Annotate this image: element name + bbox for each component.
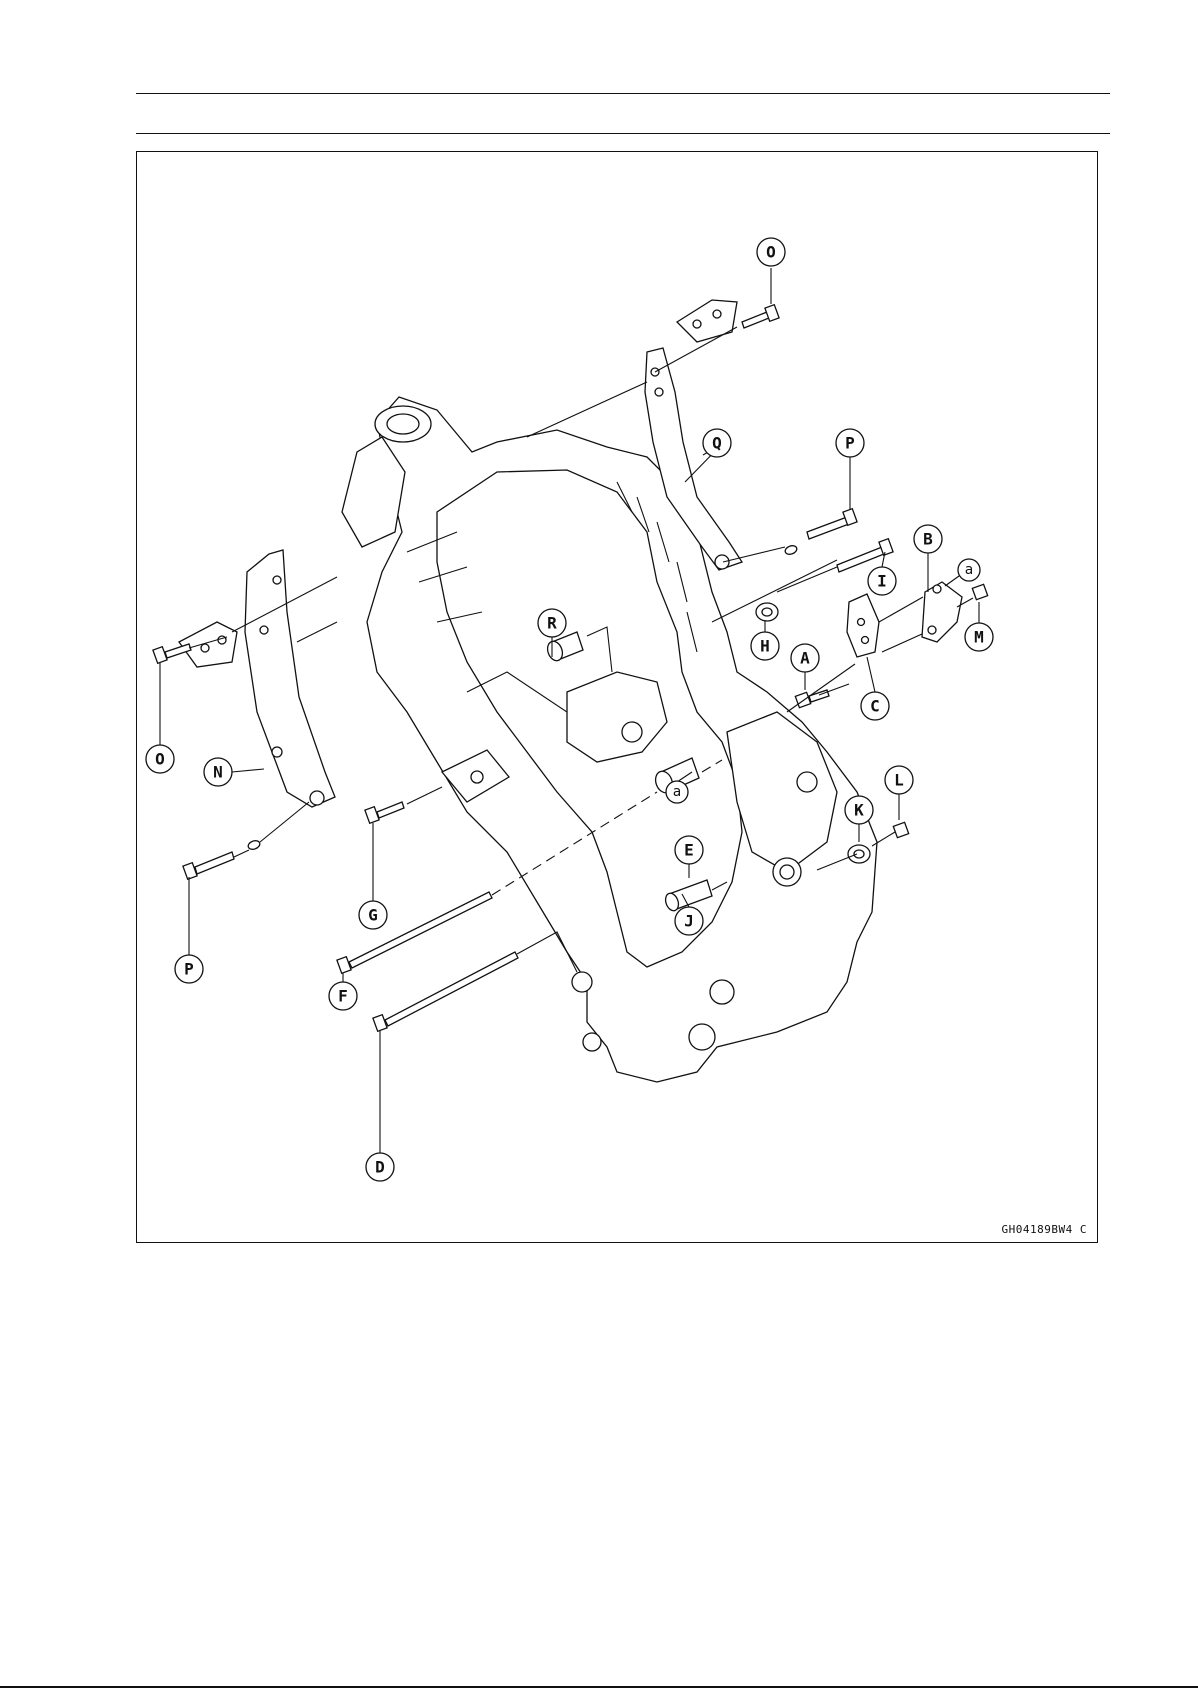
left-rail-N bbox=[179, 550, 335, 807]
callout-J: J bbox=[675, 907, 703, 935]
callout-E: E bbox=[675, 836, 703, 864]
svg-text:Q: Q bbox=[712, 434, 722, 453]
svg-text:a: a bbox=[673, 784, 681, 800]
callout-N: N bbox=[204, 758, 232, 786]
frame-exploded-diagram: O Q P I B a R H A M C a N O K L E G J P … bbox=[137, 152, 1097, 1242]
callout-K: K bbox=[845, 796, 873, 824]
callout-P-left: P bbox=[175, 955, 203, 983]
svg-text:M: M bbox=[974, 628, 984, 647]
svg-text:L: L bbox=[894, 771, 904, 790]
callout-B: B bbox=[914, 525, 942, 553]
exploded-view-figure: O Q P I B a R H A M C a N O K L E G J P … bbox=[136, 151, 1098, 1243]
svg-text:R: R bbox=[547, 614, 557, 633]
svg-text:a: a bbox=[965, 562, 973, 578]
callout-a-right: a bbox=[958, 559, 980, 581]
callout-I: I bbox=[868, 567, 896, 595]
svg-text:B: B bbox=[923, 530, 933, 549]
svg-text:D: D bbox=[375, 1158, 385, 1177]
svg-text:F: F bbox=[338, 987, 348, 1006]
callout-Q: Q bbox=[703, 429, 731, 457]
main-frame bbox=[342, 397, 877, 1082]
callout-F: F bbox=[329, 982, 357, 1010]
svg-text:O: O bbox=[155, 750, 165, 769]
svg-text:J: J bbox=[684, 912, 694, 931]
callout-C: C bbox=[861, 692, 889, 720]
brackets-B-C bbox=[847, 582, 962, 657]
callout-H: H bbox=[751, 632, 779, 660]
figure-code: GH04189BW4 C bbox=[1002, 1223, 1087, 1236]
callout-O-top: O bbox=[757, 238, 785, 266]
svg-text:K: K bbox=[854, 801, 864, 820]
callout-M: M bbox=[965, 623, 993, 651]
svg-text:H: H bbox=[760, 637, 770, 656]
svg-text:C: C bbox=[870, 697, 880, 716]
svg-text:O: O bbox=[766, 243, 776, 262]
callout-A: A bbox=[791, 644, 819, 672]
svg-text:I: I bbox=[877, 572, 887, 591]
svg-text:E: E bbox=[684, 841, 694, 860]
svg-text:P: P bbox=[845, 434, 855, 453]
svg-text:A: A bbox=[800, 649, 810, 668]
callout-L: L bbox=[885, 766, 913, 794]
svg-text:N: N bbox=[213, 763, 223, 782]
svg-text:G: G bbox=[368, 906, 378, 925]
callout-O-left: O bbox=[146, 745, 174, 773]
header-rule-top bbox=[136, 93, 1110, 94]
callout-R: R bbox=[538, 609, 566, 637]
callout-D: D bbox=[366, 1153, 394, 1181]
callout-a-center: a bbox=[666, 781, 688, 803]
header-rule-bottom bbox=[136, 133, 1110, 134]
callout-G: G bbox=[359, 901, 387, 929]
svg-text:P: P bbox=[184, 960, 194, 979]
callout-P-right: P bbox=[836, 429, 864, 457]
page-bottom-rule bbox=[0, 1686, 1198, 1688]
